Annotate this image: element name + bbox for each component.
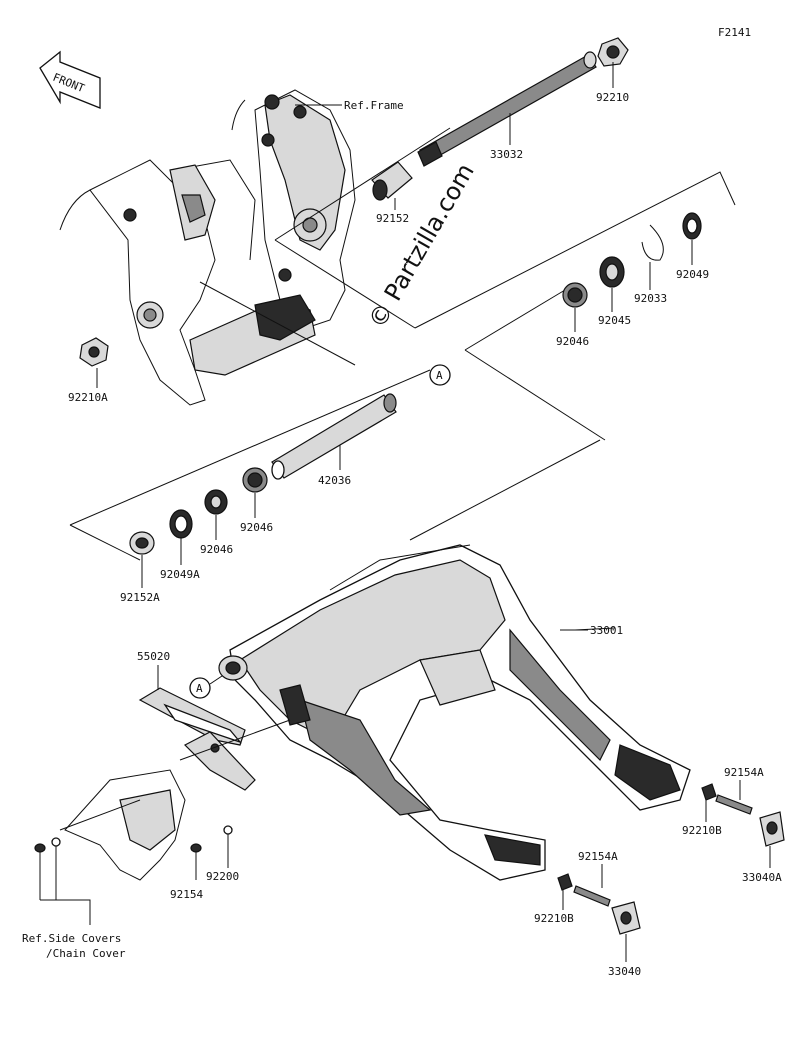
diagram-code: F2141 (718, 26, 751, 39)
seal-92049 (682, 212, 702, 240)
label-92154A-right: 92154A (724, 766, 764, 779)
label-33001: 33001 (590, 624, 623, 637)
label-92210: 92210 (596, 91, 629, 104)
collar-92152 (371, 161, 413, 201)
circlip-92033 (641, 224, 664, 261)
label-92152: 92152 (376, 212, 409, 225)
nut-92210B-low (557, 873, 573, 891)
bearing-92046-top (562, 282, 588, 308)
label-ref-side-covers: Ref.Side Covers (22, 932, 121, 945)
label-92154: 92154 (170, 888, 203, 901)
bolt-92154A-right (715, 794, 753, 815)
sleeve-42036 (271, 393, 397, 480)
frame-illustration (59, 89, 451, 406)
callout-a-left (189, 675, 223, 699)
label-92046-low: 92046 (200, 543, 233, 556)
label-ref-frame: Ref.Frame (344, 99, 404, 112)
collar-92152A (129, 531, 155, 555)
label-33040: 33040 (608, 965, 641, 978)
label-92049: 92049 (676, 268, 709, 281)
label-92210B-low: 92210B (534, 912, 574, 925)
label-92210A: 92210A (68, 391, 108, 404)
washer-92200 (223, 825, 233, 835)
label-92210B-right: 92210B (682, 824, 722, 837)
label-92046-mid: 92046 (240, 521, 273, 534)
label-92033: 92033 (634, 292, 667, 305)
seal-92049A (169, 509, 193, 539)
bearing-92045 (599, 256, 625, 288)
chain-cover-reference (59, 719, 291, 881)
nut-92210 (597, 37, 629, 67)
bearing-92046-mid (242, 467, 268, 493)
label-92049A: 92049A (160, 568, 200, 581)
callout-a-top (429, 364, 451, 386)
label-ref-chain-cover: /Chain Cover (46, 947, 126, 960)
nut-92210B-right (701, 783, 717, 801)
callout-a-left-label: A (196, 682, 203, 695)
bolt-92154 (190, 843, 202, 853)
bearing-bracket-lines (69, 171, 736, 561)
label-92154A-low: 92154A (578, 850, 618, 863)
block-33040A (759, 811, 785, 847)
block-33040 (611, 901, 641, 935)
pivot-shaft-33032 (417, 51, 597, 167)
label-55020: 55020 (137, 650, 170, 663)
bolt-92154A-low (573, 885, 611, 907)
label-92152A: 92152A (120, 591, 160, 604)
label-92046-top: 92046 (556, 335, 589, 348)
callout-a-top-label: A (436, 369, 443, 382)
label-92045: 92045 (598, 314, 631, 327)
label-42036: 42036 (318, 474, 351, 487)
swingarm-33001 (218, 544, 691, 881)
leader-lines (39, 62, 771, 962)
label-33032: 33032 (490, 148, 523, 161)
label-33040A: 33040A (742, 871, 782, 884)
label-92200: 92200 (206, 870, 239, 883)
bearing-92046-low (204, 489, 228, 515)
nut-92210A (79, 337, 109, 367)
chain-guard-55020 (138, 687, 256, 791)
front-arrow-icon (39, 50, 101, 109)
